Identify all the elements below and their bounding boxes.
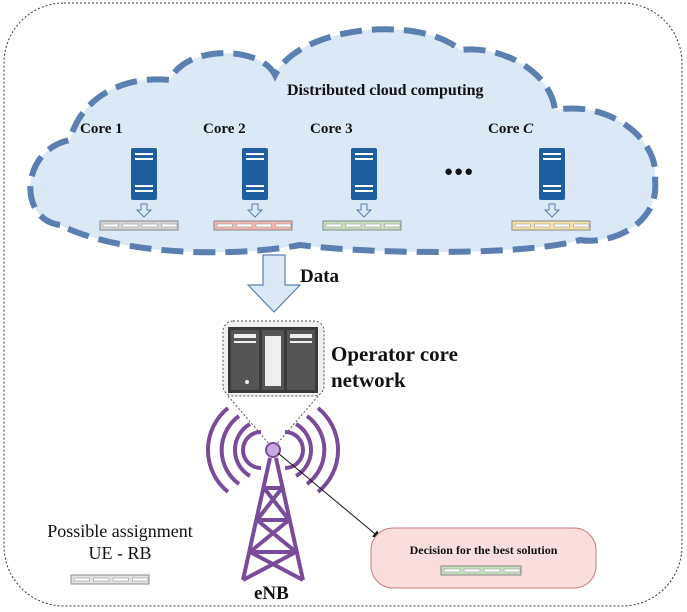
funnel-left <box>227 395 271 446</box>
core-1-rb-bar <box>99 220 179 231</box>
core-2-label: Core 2 <box>203 121 246 137</box>
legend-label: Possible assignment UE - RB <box>30 520 210 564</box>
core-2-arrow <box>246 203 264 218</box>
core-4-label: Core C <box>488 121 534 137</box>
cloud-title: Distributed cloud computing <box>287 82 484 99</box>
funnel-right <box>275 395 319 446</box>
legend-rb-bar <box>70 574 150 585</box>
decision-box <box>370 527 597 589</box>
legend-line1: Possible assignment <box>47 521 193 541</box>
decision-arrow <box>277 452 381 539</box>
enb-label: eNB <box>254 583 289 604</box>
core-4-arrow <box>543 203 561 218</box>
data-label: Data <box>300 266 340 287</box>
decision-rb-bar <box>440 565 522 576</box>
core-2-server-icon <box>242 148 268 200</box>
core-1-server-icon <box>131 148 157 200</box>
core-4-rb-bar <box>511 220 591 231</box>
core-4-server-icon <box>539 148 565 200</box>
core-3-rb-bar <box>322 220 402 231</box>
data-arrow <box>246 254 302 313</box>
core-1-arrow <box>135 203 153 218</box>
core-3-label: Core 3 <box>310 121 353 137</box>
core-2-rb-bar <box>213 220 293 231</box>
core-1-label: Core 1 <box>80 121 123 137</box>
operator-line1: Operator core <box>331 342 458 366</box>
operator-core-network-icon <box>228 327 318 393</box>
legend-bar-fill <box>70 574 150 585</box>
core-3-server-icon <box>351 148 377 200</box>
decision-bar-fill <box>440 565 522 576</box>
core-3-arrow <box>355 203 373 218</box>
operator-network-label: Operator core network <box>331 341 458 393</box>
decision-label: Decision for the best solution <box>409 543 558 557</box>
enb-tower-icon <box>205 406 341 582</box>
cloud-shape <box>27 26 659 256</box>
operator-line2: network <box>331 368 406 392</box>
ellipsis: ●●● <box>444 164 475 180</box>
outer-frame <box>3 2 683 607</box>
legend-line2: UE - RB <box>88 543 152 563</box>
